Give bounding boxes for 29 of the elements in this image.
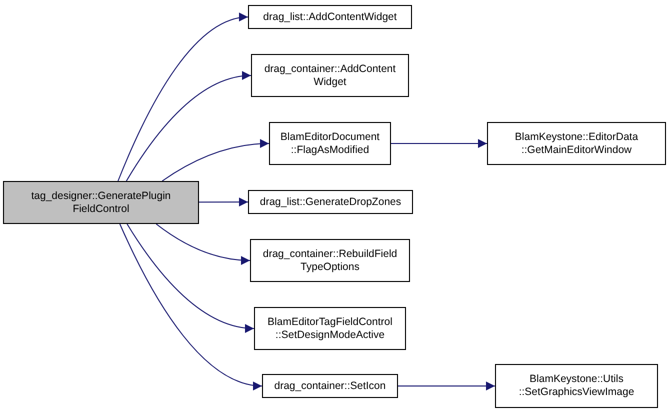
function-name: drag_list::AddContentWidget (263, 10, 397, 24)
call-arrow (398, 382, 496, 390)
function-box (250, 239, 410, 282)
function-name: drag_container::RebuildField TypeOptions (262, 248, 398, 274)
function-name: drag_list::GenerateDropZones (260, 196, 402, 208)
function-name: BlamEditorTagFieldControl ::SetDesignModeActive (266, 316, 394, 342)
function-box (269, 122, 391, 165)
call-arrow (198, 198, 248, 206)
call-arrow (126, 224, 254, 332)
function-box (248, 190, 413, 214)
function-name: BlamKeystone::EditorData ::GetMainEditorWindow (514, 130, 640, 156)
function-box (254, 307, 406, 350)
function-name: BlamEditorDocument ::FlagAsModified (279, 130, 381, 156)
function-name: drag_container::SetIcon (274, 380, 386, 392)
function-box (248, 5, 412, 29)
function-box (495, 364, 658, 408)
call-arrow (118, 14, 248, 182)
function-name: BlamKeystone::Utils ::SetGraphicsViewImage (518, 373, 636, 399)
call-arrow (119, 224, 262, 390)
function-box (262, 374, 398, 398)
function-name: tag_designer::GeneratePlugin FieldControl (30, 190, 172, 216)
function-name: drag_container::AddContent Widget (263, 62, 397, 88)
function-box (251, 54, 409, 97)
call-arrow (162, 139, 270, 182)
call-arrow (126, 72, 252, 182)
function-box (3, 181, 199, 224)
call-arrow (390, 139, 488, 148)
call-arrow (156, 224, 250, 265)
function-box (487, 122, 666, 165)
